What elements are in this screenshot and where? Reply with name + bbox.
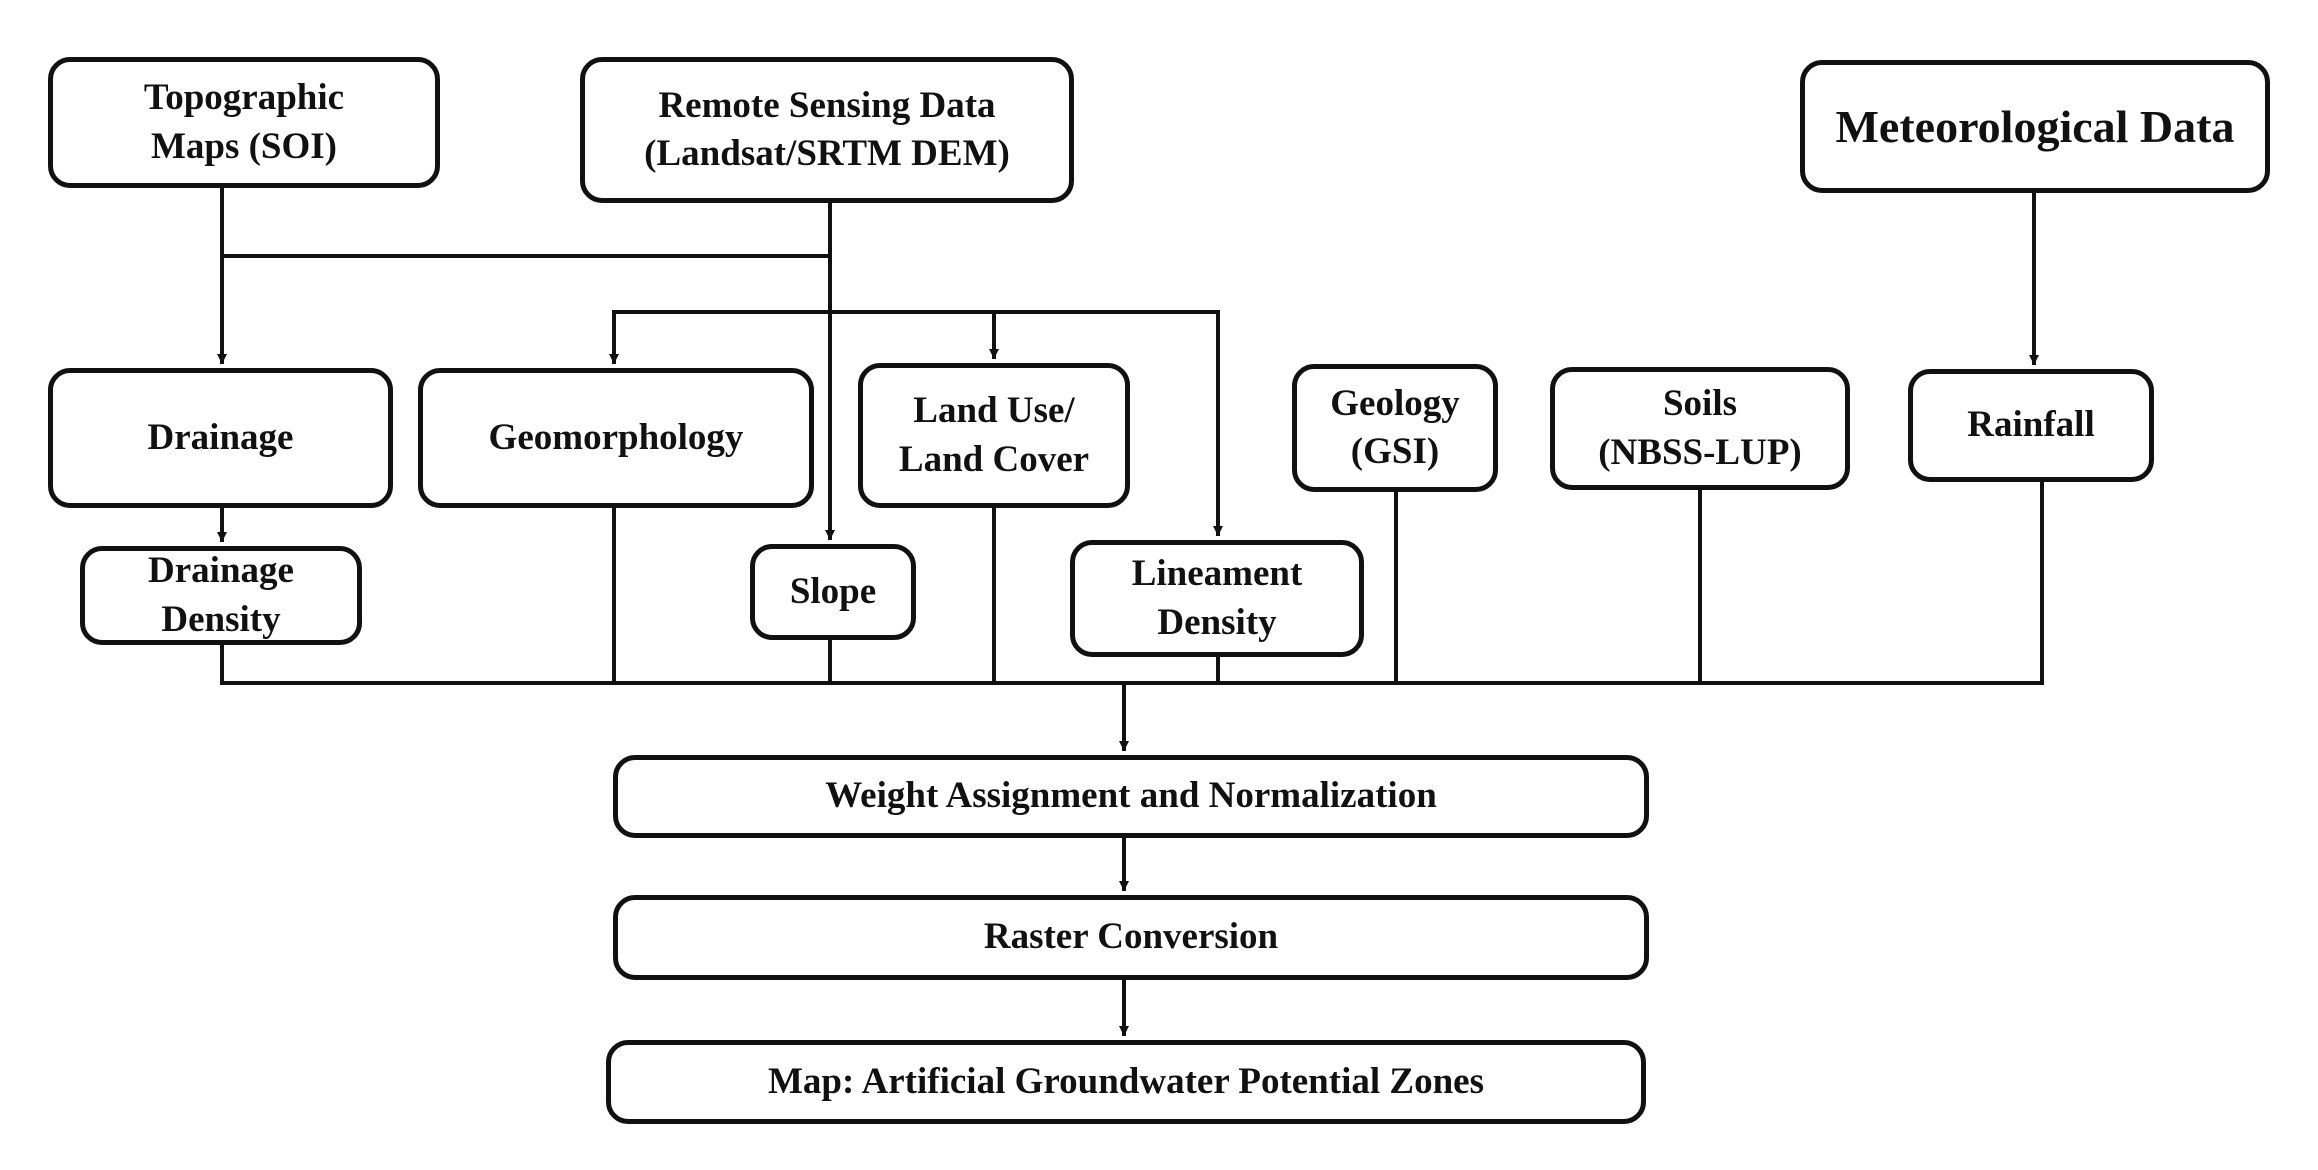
node-remote-sensing: Remote Sensing Data (Landsat/SRTM DEM) xyxy=(580,57,1074,203)
node-geomorphology: Geomorphology xyxy=(418,368,814,508)
node-geology: Geology (GSI) xyxy=(1292,364,1498,492)
node-soils: Soils (NBSS-LUP) xyxy=(1550,367,1850,490)
node-weight-assignment: Weight Assignment and Normalization xyxy=(613,755,1649,838)
node-lineament-density: Lineament Density xyxy=(1070,540,1364,657)
node-geology-label: Geology (GSI) xyxy=(1330,382,1460,472)
node-remote-sensing-label: Remote Sensing Data (Landsat/SRTM DEM) xyxy=(644,84,1010,174)
node-drainage-density-label: Drainage Density xyxy=(148,550,294,640)
node-meteorological: Meteorological Data xyxy=(1800,60,2270,193)
node-slope: Slope xyxy=(750,544,916,640)
node-geomorphology-label: Geomorphology xyxy=(488,416,744,458)
node-topographic-maps: Topographic Maps (SOI) xyxy=(48,57,440,188)
node-output-map: Map: Artificial Groundwater Potential Zo… xyxy=(606,1040,1646,1124)
node-slope-label: Slope xyxy=(789,570,877,612)
node-soils-label: Soils (NBSS-LUP) xyxy=(1598,383,1802,473)
node-output-map-label: Map: Artificial Groundwater Potential Zo… xyxy=(768,1060,1484,1102)
node-raster-conversion: Raster Conversion xyxy=(613,895,1649,980)
node-drainage-label: Drainage xyxy=(147,416,294,458)
node-rainfall-label: Rainfall xyxy=(1967,404,2095,446)
node-drainage: Drainage xyxy=(48,368,393,508)
node-lineament-density-label: Lineament Density xyxy=(1131,553,1303,643)
node-meteorological-label: Meteorological Data xyxy=(1835,100,2235,152)
node-weight-assignment-label: Weight Assignment and Normalization xyxy=(825,775,1437,817)
node-rainfall: Rainfall xyxy=(1908,369,2154,482)
node-land-use: Land Use/ Land Cover xyxy=(858,363,1130,508)
node-raster-conversion-label: Raster Conversion xyxy=(983,916,1279,958)
node-drainage-density: Drainage Density xyxy=(80,546,362,645)
node-land-use-label: Land Use/ Land Cover xyxy=(898,390,1090,480)
node-topographic-maps-label: Topographic Maps (SOI) xyxy=(143,77,345,167)
